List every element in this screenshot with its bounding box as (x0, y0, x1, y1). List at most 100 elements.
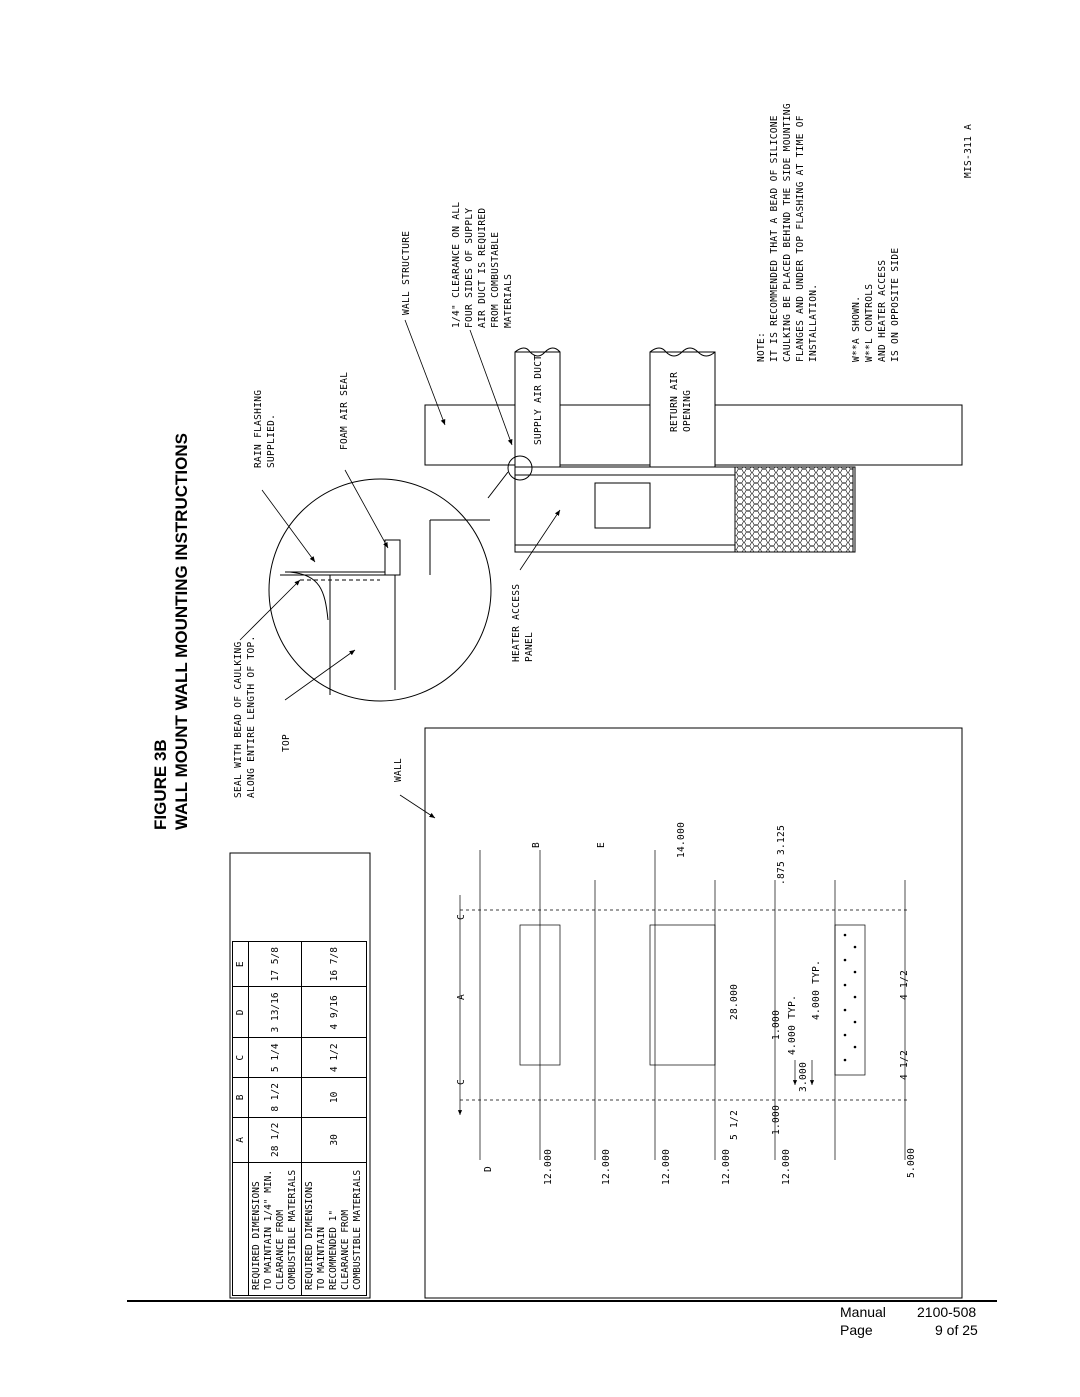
table-header-e: E (232, 941, 249, 987)
dim-label: 12.000 (661, 1148, 672, 1185)
dim-letter-b: B (530, 842, 543, 848)
dim-letter: B (531, 841, 542, 848)
dim-875: .875 (775, 861, 788, 885)
dim-value: 4 1/2 (899, 1049, 910, 1080)
callout-clearance-line-4: FROM COMBUSTABLE (490, 231, 501, 328)
dimension-table: A B C D E REQUIRED DIMENSIONS TO MAINTAI… (232, 941, 367, 1296)
dim-value: 4 1/2 (899, 969, 910, 1000)
dim-4-1-2-b: 4 1/2 (898, 970, 911, 1000)
dim-3: 3.000 (797, 1062, 810, 1092)
dim-12-a: 12.000 (542, 1149, 555, 1185)
note-line-3: FLANGES AND UNDER TOP FLASHING AT TIME O… (795, 115, 806, 362)
callout-wall-structure-label: WALL STRUCTURE (401, 230, 412, 315)
dim-value: 1.000 (771, 1009, 782, 1040)
dim-4-typ-b: 4.000 TYP. (810, 960, 823, 1020)
dim-label: 5.000 (906, 1147, 917, 1178)
callout-foam-label: FOAM AIR SEAL (339, 371, 350, 450)
figure-title-line-2: WALL MOUNT WALL MOUNTING INSTRUCTIONS (172, 433, 191, 830)
dim-value: 5 1/2 (729, 1109, 740, 1140)
model-note-line-3: AND HEATER ACCESS (877, 259, 888, 362)
cell-d: 4 9/16 (301, 986, 367, 1038)
row-label: REQUIRED DIMENSIONS TO MAINTAIN 1/4" MIN… (248, 1162, 302, 1296)
model-note-line-4: IS ON OPPOSITE SIDE (890, 247, 901, 362)
figure-title-line-1: FIGURE 3B (151, 739, 170, 830)
wall-cut-return (649, 351, 716, 468)
callout-wall-label: WALL (393, 757, 404, 782)
cell-b: 10 (301, 1077, 367, 1118)
wall-cut-supply (514, 351, 561, 468)
dim-4-typ-a: 4.000 TYP. (786, 995, 799, 1055)
row-label: REQUIRED DIMENSIONS TO MAINTAIN RECOMMEN… (301, 1162, 367, 1296)
cell-d: 3 13/16 (248, 986, 302, 1038)
dim-value: 14.000 (676, 821, 687, 858)
note-line-1: IT IS RECOMMENDED THAT A BEAD OF SILICON… (769, 115, 780, 362)
footer-rule (127, 1300, 997, 1302)
page-footer: Manual 2100-508 Page 9 of 25 (127, 1300, 997, 1338)
dim-letter-a: A (455, 994, 468, 1000)
dim-label: 12.000 (543, 1148, 554, 1185)
callout-supply-air-duct: SUPPLY AIR DUCT (532, 355, 545, 445)
dim-value: .875 (776, 860, 787, 885)
callout-seal-line-2: ALONG ENTIRE LENGTH OF TOP. (246, 635, 257, 798)
dim-label: D (483, 1165, 494, 1172)
table-header-a: A (232, 1117, 249, 1163)
dim-value: 4.000 TYP. (787, 994, 798, 1055)
dim-4-1-2-a: 4 1/2 (898, 1050, 911, 1080)
dim-value: 3.125 (776, 824, 787, 855)
model-note: W**A SHOWN. W**L CONTROLS AND HEATER ACC… (850, 248, 902, 362)
callout-clearance-line-3: AIR DUCT IS REQUIRED (477, 207, 488, 328)
dim-letter-e: E (595, 842, 608, 848)
dim-value: 3.000 (798, 1061, 809, 1092)
callout-clearance-line-2: FOUR SIDES OF SUPPLY (464, 207, 475, 328)
note-line-2: CAULKING BE PLACED BEHIND THE SIDE MOUNT… (782, 103, 793, 362)
table-header-blank (232, 1162, 249, 1296)
leader-lines (239, 319, 561, 819)
dim-3125: 3.125 (775, 825, 788, 855)
supply-opening (519, 924, 561, 1066)
callout-heater-access: HEATER ACCESS PANEL (510, 584, 536, 662)
callout-top: TOP (280, 734, 293, 752)
table-header-c: C (232, 1037, 249, 1078)
dim-value: 1.000 (771, 1104, 782, 1135)
cell-b: 8 1/2 (248, 1077, 302, 1118)
dim-12-b: 12.000 (600, 1149, 613, 1185)
callout-wall-structure: WALL STRUCTURE (400, 231, 413, 315)
manual-number: 2100-508 (917, 1304, 977, 1320)
detail-marker (507, 455, 533, 481)
dim-letter-c1: C (455, 1079, 468, 1085)
unit-body (514, 466, 856, 553)
callout-wall: WALL (392, 758, 405, 782)
dim-1-a: 1.000 (770, 1105, 783, 1135)
note-heading: NOTE: (756, 331, 767, 362)
dim-12-c: 12.000 (660, 1149, 673, 1185)
callout-clearance: 1/4" CLEARANCE ON ALL FOUR SIDES OF SUPP… (450, 202, 515, 328)
callout-rain-line-2: SUPPLIED. (266, 413, 277, 468)
dim-letter: C (456, 913, 467, 920)
callout-heater-line-1: HEATER ACCESS (511, 583, 522, 662)
dim-label: 12.000 (601, 1148, 612, 1185)
dim-28: 28.000 (728, 984, 741, 1020)
louver-grille (734, 466, 854, 553)
manual-label: Manual (840, 1304, 886, 1320)
dim-12-d: 12.000 (720, 1149, 733, 1185)
detail-circle (268, 478, 492, 702)
callout-rain-line-1: RAIN FLASHING (253, 389, 264, 468)
dim-12-e: 12.000 (780, 1149, 793, 1185)
dim-letter: E (596, 841, 607, 848)
callout-top-label: TOP (281, 733, 292, 752)
table-row: REQUIRED DIMENSIONS TO MAINTAIN 1/4" MIN… (248, 941, 302, 1296)
dim-value: 4.000 TYP. (811, 959, 822, 1020)
dim-label: 12.000 (721, 1148, 732, 1185)
callout-clearance-line-1: 1/4" CLEARANCE ON ALL (451, 201, 462, 328)
dim-value: 28.000 (729, 983, 740, 1020)
note-line-4: INSTALLATION. (808, 283, 819, 362)
table-header-b: B (232, 1077, 249, 1118)
dimension-table-frame (229, 852, 371, 1299)
drawing-number-label: MIS-311 A (963, 123, 974, 178)
model-note-line-2: W**L CONTROLS (864, 283, 875, 362)
callout-seal-line-1: SEAL WITH BEAD OF CAULKING (233, 641, 244, 798)
model-note-line-1: W**A SHOWN. (851, 295, 862, 362)
dim-5: 5.000 (905, 1148, 918, 1178)
return-opening (649, 924, 716, 1066)
